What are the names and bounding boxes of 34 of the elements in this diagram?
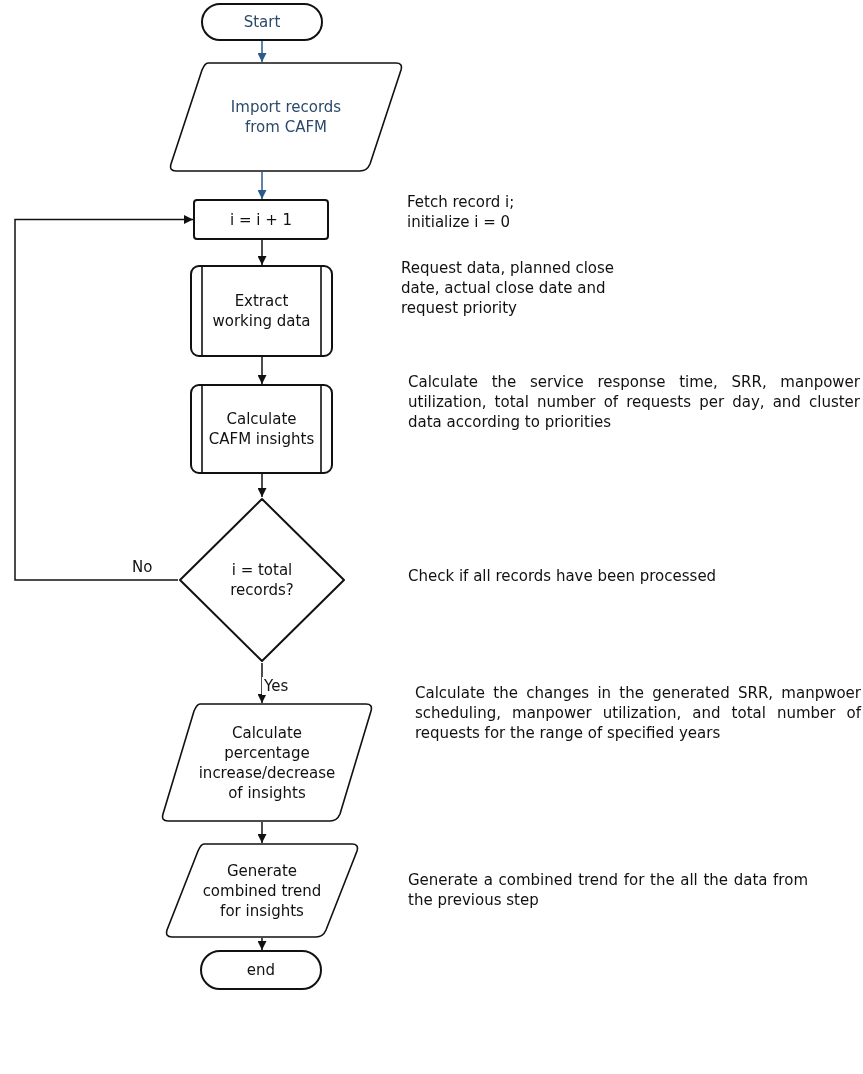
step-description: Fetch record i; initialize i = 0 — [407, 192, 516, 232]
node-text: Extract working data — [211, 291, 312, 331]
arrow — [257, 40, 267, 63]
arrow — [257, 239, 267, 266]
terminal-shape — [201, 3, 323, 41]
arrow — [257, 171, 267, 200]
predefined-process-box — [190, 384, 333, 474]
node-text: Calculate CAFM insights — [208, 409, 315, 449]
arrow — [257, 821, 267, 844]
decision-diamond — [178, 497, 346, 663]
node-text: Calculate percentage increase/decrease of insights — [197, 722, 337, 803]
step-description: Calculate the service response time, SRR, manpower utilization, total number of requests per day, and cluster data according to priorities — [408, 372, 860, 432]
arrow — [257, 662, 267, 704]
arrow — [257, 473, 267, 498]
step-description: Generate a combined trend for the all the data from the previous step — [408, 870, 808, 910]
node-text: Import records from CAFM — [230, 97, 342, 137]
node-text: i = total records? — [229, 560, 295, 600]
node-text: i = i + 1 — [229, 209, 293, 230]
arrow — [14, 215, 194, 581]
input-output-parallelogram — [160, 703, 374, 822]
process-box — [193, 199, 329, 240]
predefined-process-box — [190, 265, 333, 357]
node-text: Generate combined trend for insights — [201, 860, 323, 921]
arrow — [257, 356, 267, 385]
step-description: Calculate the changes in the generated SRR, manpwoer scheduling, manpower utilization, and total number of requests for the range of specified years — [415, 683, 861, 743]
step-description: Check if all records have been processed — [408, 566, 718, 586]
input-output-parallelogram — [168, 62, 404, 172]
node-text: end — [246, 960, 276, 980]
input-output-parallelogram — [164, 843, 360, 938]
step-description: Request data, planned close date, actual close date and request priority — [401, 258, 616, 318]
node-text: Start — [243, 12, 281, 32]
arrow — [257, 937, 267, 951]
edge-label: Yes — [262, 677, 291, 695]
terminal-shape — [200, 950, 322, 990]
